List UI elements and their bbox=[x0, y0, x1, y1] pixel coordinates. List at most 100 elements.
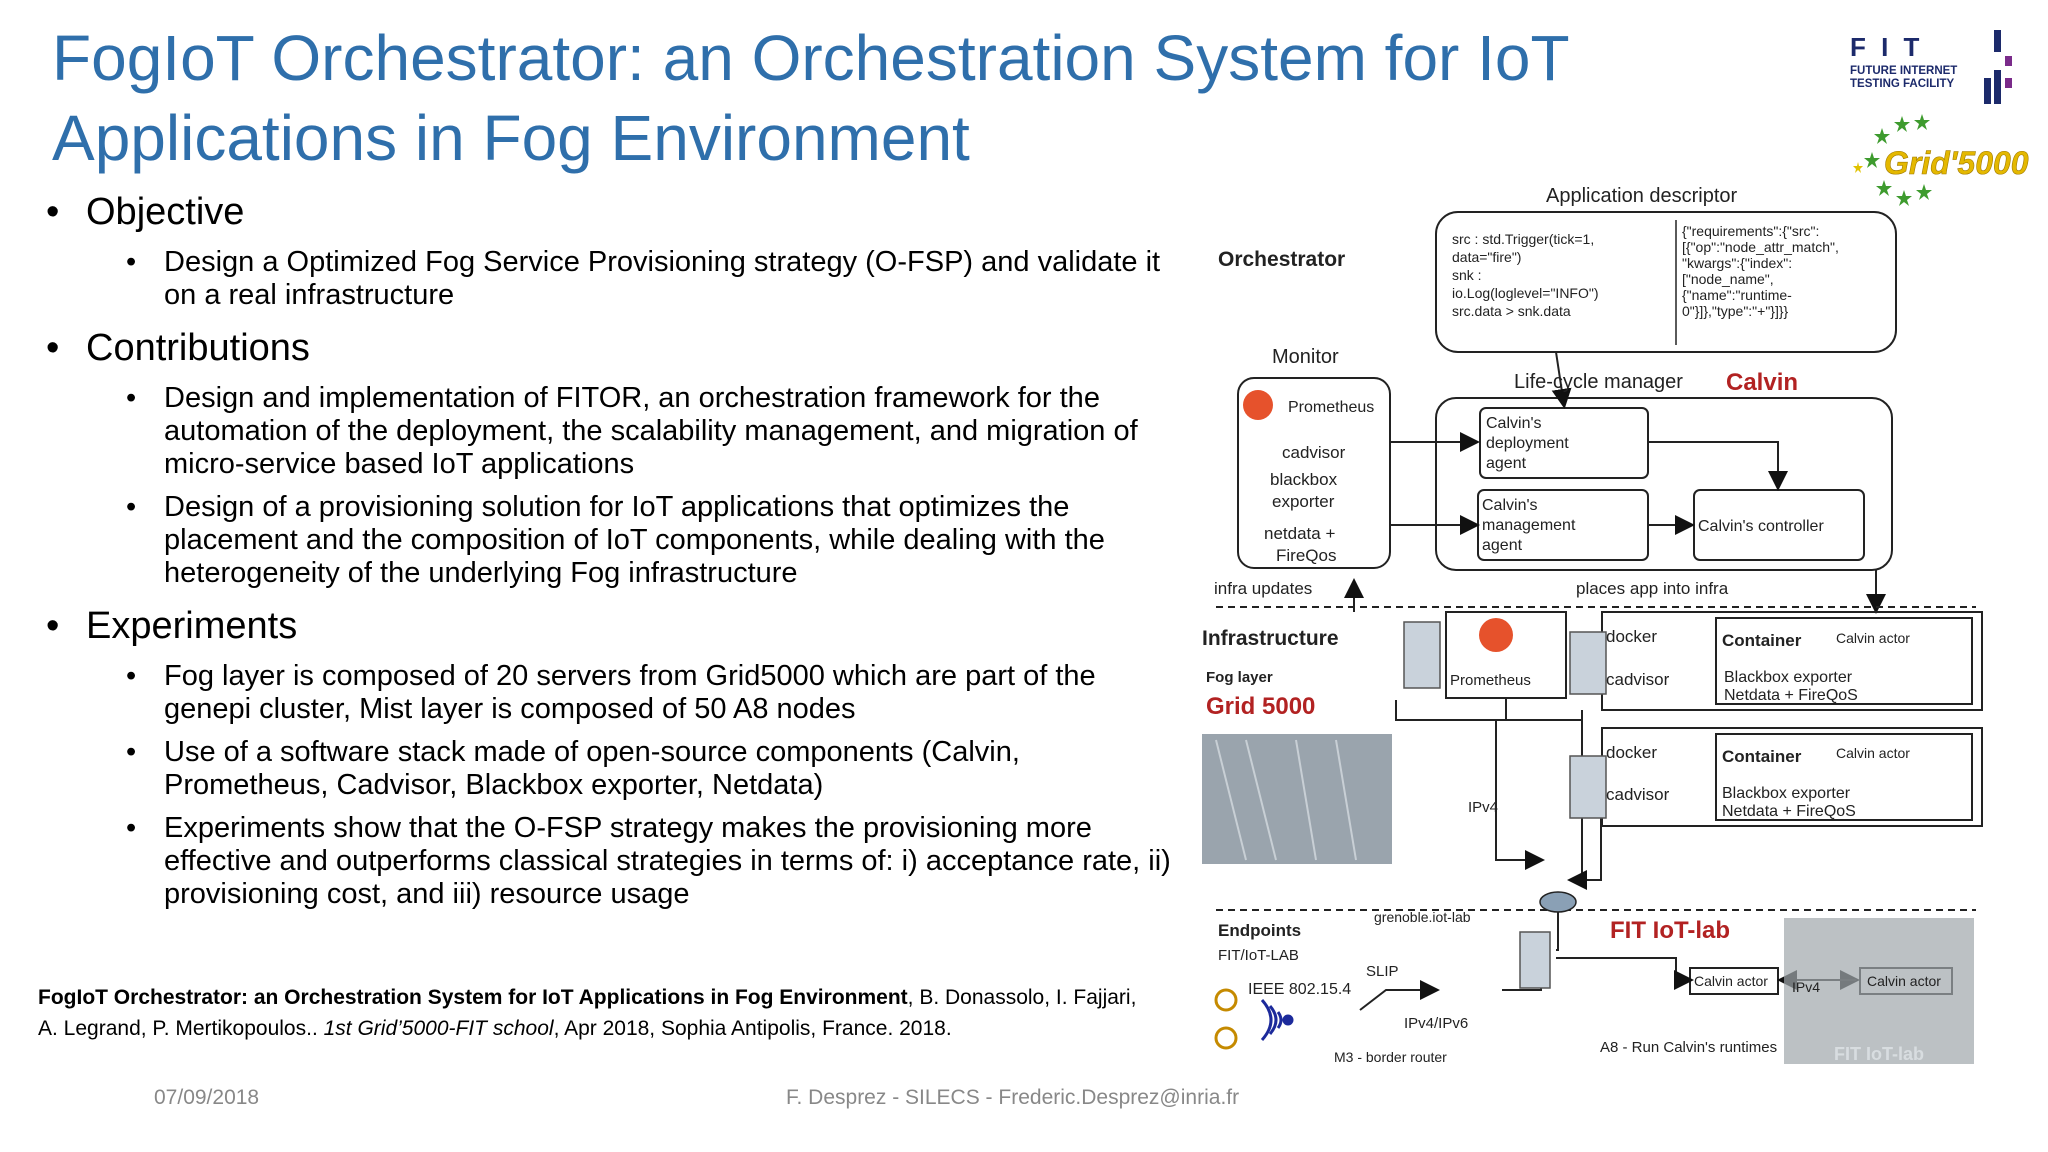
bullet-content: Objective Design a Optimized Fog Service… bbox=[46, 190, 1176, 925]
svg-text:places app into infra: places app into infra bbox=[1576, 579, 1729, 598]
slide-title: FogIoT Orchestrator: an Orchestration Sy… bbox=[52, 22, 1569, 174]
server-icon bbox=[1519, 931, 1551, 989]
svg-text:Orchestrator: Orchestrator bbox=[1218, 248, 1345, 271]
section-objective: Objective Design a Optimized Fog Service… bbox=[46, 190, 1176, 312]
svg-text:io.Log(loglevel="INFO"): io.Log(loglevel="INFO") bbox=[1452, 285, 1599, 301]
svg-text:SLIP: SLIP bbox=[1366, 963, 1399, 980]
svg-text:Calvin actor: Calvin actor bbox=[1836, 630, 1910, 646]
bullet-item: Design of a provisioning solution for Io… bbox=[46, 491, 1176, 590]
svg-text:Calvin's controller: Calvin's controller bbox=[1698, 518, 1824, 535]
bullet-item: Experiments show that the O-FSP strategy… bbox=[46, 812, 1176, 911]
server-icon bbox=[1403, 621, 1441, 689]
svg-text:FIT/IoT-LAB: FIT/IoT-LAB bbox=[1218, 947, 1299, 964]
section-heading: Experiments bbox=[46, 604, 1176, 648]
svg-text:Life-cycle manager: Life-cycle manager bbox=[1514, 371, 1683, 393]
svg-text:FUTURE INTERNET: FUTURE INTERNET bbox=[1850, 65, 1957, 77]
svg-text:Calvin actor: Calvin actor bbox=[1836, 745, 1910, 761]
svg-text:M3 - border router: M3 - border router bbox=[1334, 1049, 1447, 1065]
svg-text:Calvin actor: Calvin actor bbox=[1694, 973, 1768, 989]
svg-text:FireQos: FireQos bbox=[1276, 546, 1336, 565]
svg-text:Application descriptor: Application descriptor bbox=[1546, 185, 1738, 207]
section-experiments: Experiments Fog layer is composed of 20 … bbox=[46, 604, 1176, 911]
svg-text:Container: Container bbox=[1722, 747, 1802, 766]
svg-text:docker: docker bbox=[1606, 743, 1657, 762]
svg-text:Calvin's: Calvin's bbox=[1482, 497, 1538, 514]
svg-text:Calvin's: Calvin's bbox=[1486, 415, 1542, 432]
sensor-icon bbox=[1214, 988, 1238, 1012]
svg-text:agent: agent bbox=[1482, 537, 1523, 554]
router-icon bbox=[1539, 891, 1577, 913]
architecture-diagram: Application descriptor Orchestrator src … bbox=[1202, 185, 1983, 1065]
svg-text:TESTING FACILITY: TESTING FACILITY bbox=[1850, 78, 1954, 90]
svg-text:deployment: deployment bbox=[1486, 435, 1569, 452]
svg-text:["node_name",: ["node_name", bbox=[1682, 271, 1774, 287]
svg-text:agent: agent bbox=[1486, 455, 1527, 472]
bullet-item: Fog layer is composed of 20 servers from… bbox=[46, 660, 1176, 726]
svg-text:data="fire"): data="fire") bbox=[1452, 249, 1521, 265]
svg-text:F I T: F I T bbox=[1850, 32, 1923, 62]
svg-text:Netdata + FireQoS: Netdata + FireQoS bbox=[1722, 803, 1856, 820]
svg-text:0"}]},"type":"+"}]}}: 0"}]},"type":"+"}]}} bbox=[1682, 303, 1789, 319]
svg-text:docker: docker bbox=[1606, 627, 1657, 646]
bullet-item: Design and implementation of FITOR, an o… bbox=[46, 382, 1176, 481]
svg-text:Blackbox exporter: Blackbox exporter bbox=[1722, 785, 1851, 802]
reference-authors: , B. Donassolo, I. Fajjari, A. Legrand, … bbox=[38, 986, 1137, 1040]
section-heading: Objective bbox=[46, 190, 1176, 234]
wireless-icon bbox=[1260, 998, 1294, 1042]
svg-text:Infrastructure: Infrastructure bbox=[1202, 627, 1339, 650]
svg-text:IPv4: IPv4 bbox=[1468, 799, 1498, 816]
svg-text:Container: Container bbox=[1722, 631, 1802, 650]
svg-text:Calvin: Calvin bbox=[1726, 369, 1798, 396]
bullet-item: Use of a software stack made of open-sou… bbox=[46, 736, 1176, 802]
svg-text:{"requirements":{"src":: {"requirements":{"src": bbox=[1682, 223, 1819, 239]
svg-text:src.data > snk.data: src.data > snk.data bbox=[1452, 303, 1571, 319]
svg-text:cadvisor: cadvisor bbox=[1606, 670, 1670, 689]
fit-logo: F I T FUTURE INTERNET TESTING FACILITY bbox=[1850, 30, 2012, 104]
prometheus-icon bbox=[1243, 390, 1273, 420]
svg-text:Monitor: Monitor bbox=[1272, 346, 1339, 368]
svg-text:exporter: exporter bbox=[1272, 492, 1335, 511]
reference-citation: FogIoT Orchestrator: an Orchestration Sy… bbox=[38, 982, 1138, 1044]
iotlab-photo bbox=[1784, 918, 1974, 1064]
monitor-box bbox=[1237, 377, 1391, 569]
bullet-item: Design a Optimized Fog Service Provision… bbox=[46, 246, 1176, 312]
svg-text:cadvisor: cadvisor bbox=[1606, 785, 1670, 804]
svg-text:cadvisor: cadvisor bbox=[1282, 443, 1346, 462]
lifecycle-box bbox=[1435, 397, 1893, 571]
svg-text:"kwargs":{"index":: "kwargs":{"index": bbox=[1682, 255, 1792, 271]
svg-text:IPv4/IPv6: IPv4/IPv6 bbox=[1404, 1015, 1468, 1032]
svg-text:Blackbox exporter: Blackbox exporter bbox=[1724, 669, 1853, 686]
footer-date: 07/09/2018 bbox=[154, 1086, 260, 1109]
svg-text:Prometheus: Prometheus bbox=[1288, 399, 1374, 416]
svg-text:IEEE 802.15.4: IEEE 802.15.4 bbox=[1248, 981, 1351, 998]
section-contributions: Contributions Design and implementation … bbox=[46, 326, 1176, 590]
container-box-2 bbox=[1715, 733, 1973, 821]
app-descriptor-box bbox=[1435, 211, 1897, 353]
sensor-icon bbox=[1214, 1026, 1238, 1050]
svg-text:Fog layer: Fog layer bbox=[1206, 669, 1273, 686]
reference-tail: , Apr 2018, Sophia Antipolis, France. 20… bbox=[553, 1017, 952, 1040]
svg-text:grenoble.iot-lab: grenoble.iot-lab bbox=[1374, 909, 1471, 925]
svg-text:management: management bbox=[1482, 517, 1576, 534]
svg-text:Grid 5000: Grid 5000 bbox=[1206, 693, 1315, 720]
svg-text:Netdata + FireQoS: Netdata + FireQoS bbox=[1724, 687, 1858, 704]
svg-text:blackbox: blackbox bbox=[1270, 470, 1338, 489]
svg-text:src : std.Trigger(tick=1,: src : std.Trigger(tick=1, bbox=[1452, 231, 1594, 247]
svg-text:IPv4: IPv4 bbox=[1792, 979, 1820, 995]
svg-text:Prometheus: Prometheus bbox=[1450, 672, 1531, 689]
reference-venue: 1st Grid’5000-FIT school bbox=[323, 1017, 554, 1040]
server-icon bbox=[1569, 631, 1607, 695]
svg-text:Grid'5000: Grid'5000 bbox=[1884, 145, 2029, 181]
svg-text:snk :: snk : bbox=[1452, 267, 1482, 283]
footer-author: F. Desprez - SILECS - Frederic.Desprez@i… bbox=[786, 1086, 1240, 1109]
reference-title: FogIoT Orchestrator: an Orchestration Sy… bbox=[38, 986, 908, 1009]
prometheus-icon bbox=[1479, 618, 1513, 652]
svg-text:A8 - Run Calvin's runtimes: A8 - Run Calvin's runtimes bbox=[1600, 1039, 1777, 1056]
svg-text:netdata +: netdata + bbox=[1264, 524, 1335, 543]
svg-text:infra updates: infra updates bbox=[1214, 579, 1312, 598]
section-heading: Contributions bbox=[46, 326, 1176, 370]
datacenter-photo bbox=[1202, 734, 1392, 864]
svg-text:{"name":"runtime-: {"name":"runtime- bbox=[1682, 287, 1792, 303]
svg-text:FIT IoT-lab: FIT IoT-lab bbox=[1834, 1044, 1924, 1064]
svg-text:FIT IoT-lab: FIT IoT-lab bbox=[1610, 917, 1730, 944]
